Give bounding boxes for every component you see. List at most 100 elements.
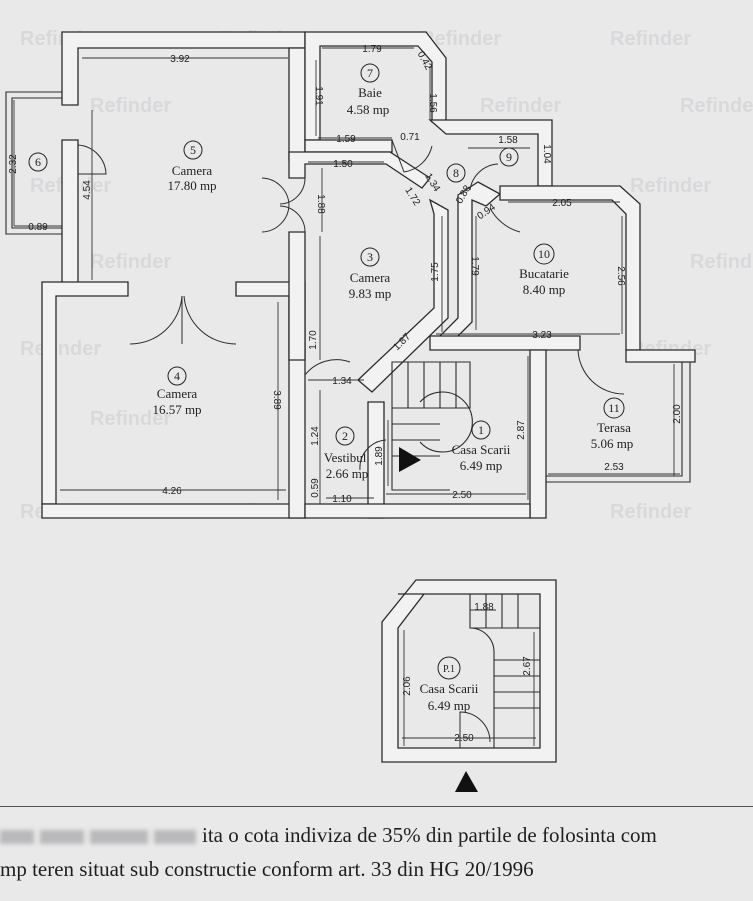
dim-label: 4.26 — [162, 486, 182, 497]
room-name: Casa Scarii — [420, 681, 479, 696]
watermarks: Refinder Refinder Refinder Refinder Refi… — [20, 28, 753, 523]
room-name: Baie — [358, 85, 382, 100]
dim-label: 2.32 — [8, 154, 19, 174]
stair-arrow-icon — [399, 447, 421, 472]
dim-label: 2.53 — [604, 462, 624, 473]
dimension-lines — [13, 47, 680, 746]
room-number: 11 — [608, 401, 620, 415]
room-number: P.1 — [443, 664, 455, 675]
dim-label: 1.88 — [474, 602, 494, 613]
dim-label: 1.72 — [402, 186, 422, 209]
watermark: Refinder — [690, 251, 753, 273]
watermark: Refinder — [90, 408, 171, 430]
room-area: 6.49 mp — [428, 698, 471, 713]
redacted-text — [154, 830, 196, 845]
footer-text-2: mp teren situat sub constructie conform … — [0, 857, 534, 881]
room-area: 2.66 mp — [326, 466, 369, 481]
dim-label: 2.05 — [552, 198, 572, 209]
room-area: 9.83 mp — [349, 286, 392, 301]
dim-label: 3.23 — [532, 330, 552, 341]
watermark: Refinder — [90, 95, 171, 117]
dim-label: 1.88 — [315, 194, 326, 214]
room-1: 1 Casa Scarii 6.49 mp — [452, 420, 511, 473]
dim-label: 4.54 — [82, 180, 93, 200]
dim-label: 3.92 — [170, 54, 190, 65]
watermark: Refinder — [420, 28, 501, 50]
dim-label: 1.10 — [332, 494, 352, 505]
north-arrow-icon — [455, 771, 478, 792]
dim-label: 1.79 — [362, 44, 382, 55]
dim-label: 1.56 — [427, 93, 438, 113]
dim-label: 2.50 — [452, 490, 472, 501]
dim-label: 1.34 — [332, 376, 352, 387]
room-area: 17.80 mp — [167, 178, 216, 193]
redacted-text — [40, 830, 84, 845]
room-number: 5 — [190, 143, 196, 157]
footer-note: ita o cota indiviza de 35% din partile d… — [0, 806, 753, 901]
room-3: 3 Camera 9.83 mp — [349, 247, 392, 301]
room-area: 4.58 mp — [347, 102, 390, 117]
room-number: 7 — [367, 66, 373, 80]
room-5: 5 Camera 17.80 mp — [167, 140, 217, 193]
doors — [77, 139, 625, 471]
room-6: 6 — [28, 152, 48, 172]
room-number: 3 — [367, 250, 373, 264]
room-area: 6.49 mp — [460, 458, 503, 473]
watermark: Refinder — [90, 251, 171, 273]
room-9: 9 — [499, 147, 519, 167]
dim-label: 0.94 — [475, 202, 498, 222]
room-number: 2 — [342, 429, 348, 443]
room-10: 10 Bucatarie 8.40 mp — [519, 243, 569, 297]
dim-label: 1.50 — [333, 159, 353, 170]
watermark: Refinder — [680, 95, 753, 117]
redacted-text — [90, 830, 148, 845]
dim-label: 1.91 — [313, 86, 324, 106]
dim-label: 1.59 — [336, 134, 356, 145]
room-2: 2 Vestibul 2.66 mp — [324, 426, 369, 481]
room-area: 16.57 mp — [152, 402, 201, 417]
watermark: Refinder — [630, 175, 711, 197]
room-name: Camera — [172, 163, 213, 178]
dim-label: 2.00 — [672, 404, 683, 424]
dim-label: 1.04 — [541, 144, 552, 164]
dim-label: 1.24 — [310, 426, 321, 446]
dim-label: 3.89 — [271, 390, 282, 410]
watermark: Refinder — [610, 501, 691, 523]
dim-label: 2.06 — [402, 676, 413, 696]
dim-label: 0.59 — [310, 478, 321, 498]
dim-label: 1.79 — [469, 256, 480, 276]
room-area: 8.40 mp — [523, 282, 566, 297]
dim-label: 2.50 — [454, 733, 474, 744]
floor-plan: Refinder Refinder Refinder Refinder Refi… — [5, 28, 753, 792]
redacted-text — [0, 830, 34, 845]
room-4: 4 Camera 16.57 mp — [152, 366, 202, 417]
walls — [5, 31, 696, 519]
dim-label: 1.58 — [498, 135, 518, 146]
room-7: 7 Baie 4.58 mp — [347, 63, 390, 117]
footer-line-1: ita o cota indiviza de 35% din partile d… — [0, 823, 657, 848]
dim-label: 1.75 — [430, 262, 441, 282]
room-number: 4 — [174, 369, 180, 383]
watermark: Refinder — [20, 338, 101, 360]
watermark: Refinder — [610, 28, 691, 50]
dim-label: 1.70 — [308, 330, 319, 350]
room-8: 8 — [446, 163, 466, 183]
dim-label: 1.89 — [374, 446, 385, 466]
watermark: Refinder — [480, 95, 561, 117]
room-number: 1 — [478, 423, 484, 437]
room-11: 11 Terasa 5.06 mp — [591, 397, 634, 451]
footer-line-2: mp teren situat sub constructie conform … — [0, 857, 534, 882]
room-name: Casa Scarii — [452, 442, 511, 457]
room-name: Camera — [350, 270, 391, 285]
room-name: Vestibul — [324, 450, 367, 465]
dim-label: 0.89 — [28, 222, 48, 233]
room-number: 8 — [453, 166, 459, 180]
room-p1: P.1 Casa Scarii 6.49 mp — [420, 656, 479, 713]
dim-label: 0.71 — [400, 132, 420, 143]
room-area: 5.06 mp — [591, 436, 634, 451]
dim-label: 2.56 — [615, 266, 626, 286]
room-number: 6 — [35, 155, 41, 169]
stairs — [381, 361, 557, 792]
footer-text-1: ita o cota indiviza de 35% din partile d… — [202, 823, 657, 847]
room-name: Bucatarie — [519, 266, 569, 281]
